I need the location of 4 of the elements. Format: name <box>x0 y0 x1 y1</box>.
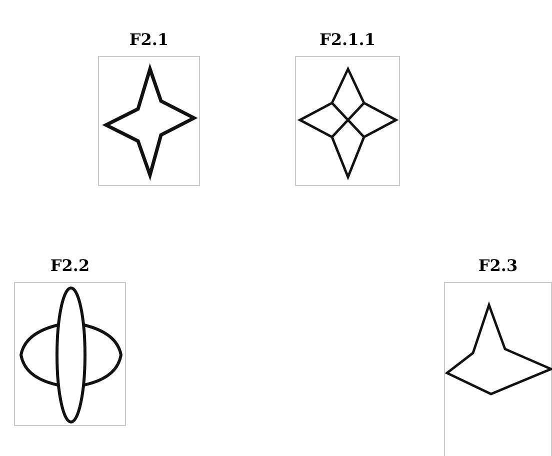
figure-label: F2.2 <box>50 256 90 276</box>
figure-label: F2.1 <box>129 30 169 50</box>
figure-label: F2.1.1 <box>320 30 376 50</box>
figure-label: F2.3 <box>478 256 518 276</box>
